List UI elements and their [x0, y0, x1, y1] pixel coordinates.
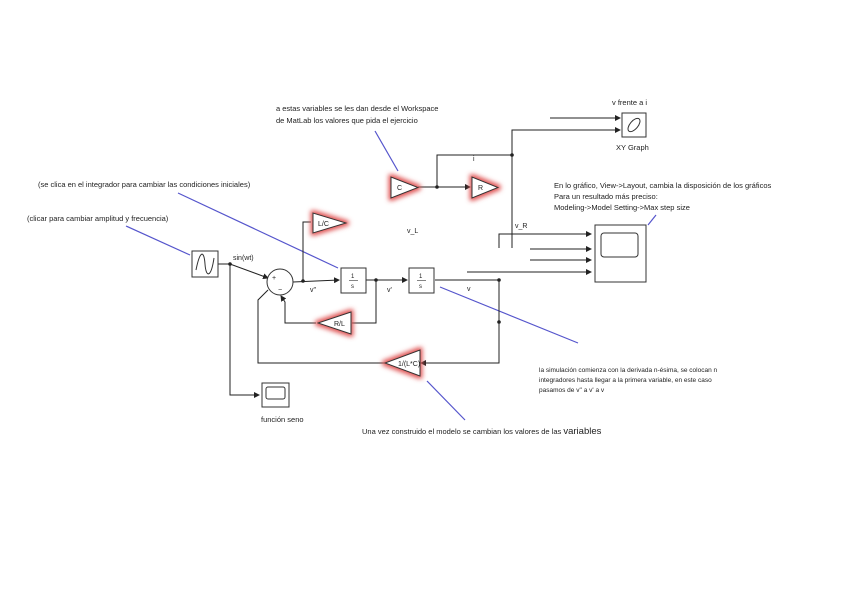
- integrator-2-block[interactable]: 1 s: [408, 267, 435, 294]
- integrator-1-den: s: [351, 284, 354, 290]
- gain-l-over-c-label: L/C: [318, 221, 329, 228]
- bottom-note-emph: variables: [563, 426, 601, 437]
- sine-wave-icon: [195, 253, 215, 275]
- integrator-note: (se clica en el integrador para cambiar …: [38, 180, 251, 189]
- main-scope-block[interactable]: [594, 224, 647, 283]
- gain-r-label: R: [478, 185, 483, 192]
- bottom-note-text: Una vez construido el modelo se cambian …: [362, 427, 563, 436]
- sum-minus-sign: −: [278, 287, 282, 294]
- sim-leader-line: [439, 286, 579, 344]
- xy-graph-icon: [627, 117, 641, 133]
- sine-scope-label: función seno: [261, 415, 304, 424]
- sim-note-line3: pasamos de v'' a v' a v: [539, 387, 605, 394]
- junction-dots: [228, 153, 514, 324]
- integrator-1-num: 1: [351, 274, 355, 280]
- xy-graph-label: XY Graph: [616, 143, 649, 152]
- gain-r-over-l-label: R/L: [334, 321, 345, 328]
- workspace-note-line2: de MatLab los valores que pida el ejerci…: [276, 116, 418, 125]
- gain-r-over-l-block[interactable]: R/L: [316, 311, 352, 335]
- gain-c-block[interactable]: C: [390, 176, 420, 199]
- scope-screen-icon: [600, 232, 639, 258]
- signal-v-label: v: [467, 286, 471, 293]
- integrator-2-num: 1: [419, 274, 423, 280]
- bottom-note: Una vez construido el modelo se cambian …: [362, 426, 602, 437]
- sim-note-line2: integradores hasta llegar a la primera v…: [539, 377, 712, 384]
- layout-leader-line: [647, 214, 657, 226]
- signal-vr-label: v_R: [515, 223, 527, 230]
- gain-c-label: C: [397, 185, 402, 192]
- sum-plus-sign: +: [272, 275, 276, 282]
- sine-note: (clicar para cambiar amplitud y frecuenc…: [27, 214, 169, 223]
- signal-vdd-label: v'': [310, 287, 316, 294]
- gain-l-over-c-block[interactable]: L/C: [312, 212, 348, 234]
- sine-wave-block[interactable]: [191, 250, 219, 278]
- integrator-1-block[interactable]: 1 s: [340, 267, 367, 294]
- xy-graph-title: v frente a i: [612, 98, 647, 107]
- layout-note-line3: Modeling->Model Setting->Max step size: [554, 203, 690, 212]
- integrator-2-den: s: [419, 284, 422, 290]
- integrator-leader-line: [177, 192, 339, 269]
- workspace-note-line1: a estas variables se les dan desde el Wo…: [276, 104, 438, 113]
- gain-inv-lc-block[interactable]: 1/(L*C): [383, 349, 421, 377]
- signal-vd-label: v': [387, 287, 392, 294]
- xy-graph-block[interactable]: v frente a i XY Graph: [612, 98, 649, 152]
- signal-vl-label: v_L: [407, 228, 418, 235]
- layout-note-line1: En lo gráfico, View->Layout, cambia la d…: [554, 181, 772, 190]
- sum-block[interactable]: + −: [266, 268, 294, 296]
- layout-note-line2: Para un resultado más preciso:: [554, 192, 658, 201]
- sim-note-line1: la simulación comienza con la derivada n…: [539, 367, 718, 374]
- signal-i-label: i: [473, 156, 475, 163]
- sine-scope-block[interactable]: función seno: [261, 382, 304, 424]
- bottom-leader-line: [426, 380, 466, 421]
- scope-screen-icon: [265, 386, 286, 400]
- sine-leader-line: [125, 225, 191, 256]
- workspace-leader-line: [374, 130, 399, 172]
- gain-r-block[interactable]: R: [471, 176, 500, 199]
- signal-sin-label: sin(wt): [233, 255, 254, 262]
- wires: [218, 115, 621, 398]
- gain-inv-lc-label: 1/(L*C): [398, 361, 420, 368]
